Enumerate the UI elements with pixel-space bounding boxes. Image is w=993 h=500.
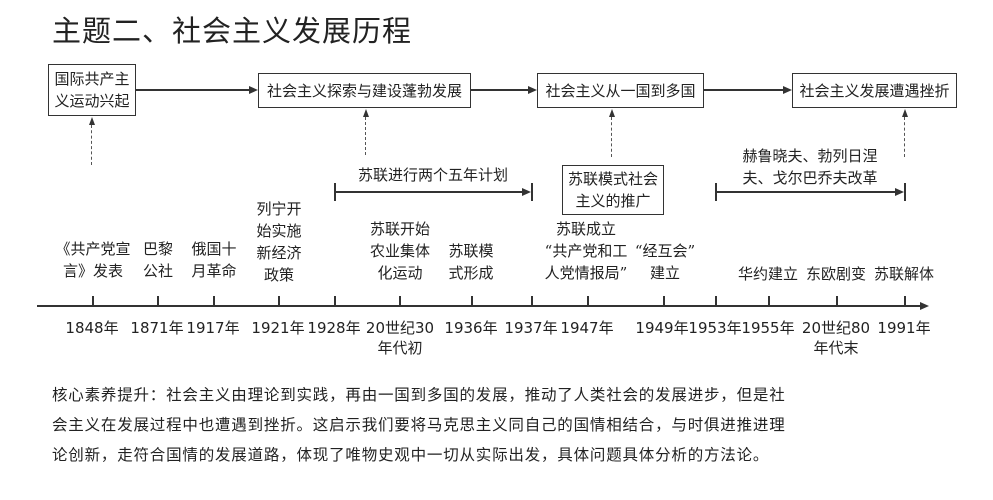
timeline-year: 20世纪80 年代末 [801,319,871,357]
timeline-year: 1955年 [741,319,795,337]
tick [213,296,215,305]
flow-connector [471,89,528,91]
timeline-year: 1949年 [635,319,689,337]
timeline-year: 1991年 [877,319,931,337]
tick [587,296,589,305]
stage-label-line: 社会主义从一国到多国 [545,81,696,100]
timeline-event: 苏联开始 农业集体 化运动 [369,220,431,282]
tick [531,296,533,305]
stage-label-line: 义运动兴起 [54,92,130,110]
stage-box-one-to-many: 社会主义从一国到多国 [537,73,704,108]
tick [715,296,717,305]
timeline-event: 东欧剧变 [805,265,867,283]
stage-box-exploration: 社会主义探索与建设蓬勃发展 [258,73,471,108]
tick [278,296,280,305]
timeline-year: 1848年 [65,319,119,337]
summary-line: 会主义在发展过程中也遭遇到挫折。这启示我们要将马克思主义同自己的国情相结合，与时… [52,416,786,434]
stage-label-line: 社会主义探索与建设蓬勃发展 [266,81,462,100]
timeline-year: 1871年 [130,319,184,337]
stage-label-line: 国际共产主 [54,70,130,88]
timeline-year: 1928年 [307,319,361,337]
arrow-right-icon [249,86,258,94]
flow-connector [136,89,249,91]
timeline-year: 1947年 [560,319,614,337]
flow-connector [704,89,783,91]
soviet-model-box: 苏联模式社会 主义的推广 [562,165,664,215]
stage-label-line: 社会主义发展遭遇挫折 [799,81,950,100]
bracket-line [334,191,522,193]
stage-box-setbacks: 社会主义发展遭遇挫折 [792,73,957,108]
period-label: 苏联进行两个五年计划 [357,166,509,184]
tick [157,296,159,305]
arrow-up-icon [363,109,369,117]
timeline-event: 《共产党宣 言》发表 [55,240,131,280]
timeline-event: 列宁开 始实施 新经济 政策 [256,200,302,284]
arrow-up-icon [89,117,95,125]
page-title: 主题二、社会主义发展历程 [52,14,413,48]
timeline-year: 20世纪30 年代初 [365,319,435,357]
summary-line: 核心素养提升：社会主义由理论到实践，再由一国到多国的发展，推动了人类社会的发展进… [52,386,786,404]
stage-box-rise: 国际共产主 义运动兴起 [48,64,136,116]
arrow-right-icon [895,188,904,196]
arrow-right-icon [528,86,537,94]
timeline-year: 1953年 [688,319,742,337]
timeline-event: 俄国十 月革命 [191,240,237,280]
tick [768,296,770,305]
timeline-event: 巴黎 公社 [142,240,174,280]
timeline-event: “经互会” 建立 [634,242,696,282]
timeline-event: 苏联解体 [873,265,935,283]
tick [904,296,906,305]
box-label-line: 苏联模式社会 [567,170,658,188]
timeline-event: 华约建立 [737,265,799,283]
timeline-axis [37,305,922,307]
timeline-event: 苏联模 式形成 [448,242,494,282]
core-literacy-summary: 核心素养提升：社会主义由理论到实践，再由一国到多国的发展，推动了人类社会的发展进… [52,380,952,470]
axis-arrow-icon [920,302,929,310]
arrow-right-icon [522,188,531,196]
summary-line: 论创新，走符合国情的发展道路，体现了唯物史观中一切从实际出发，具体问题具体分析的… [52,446,770,464]
timeline-year: 1936年 [444,319,498,337]
timeline-year: 1921年 [251,319,305,337]
period-label-line: 夫、戈尔巴乔夫改革 [742,169,878,187]
tick [334,296,336,305]
dashed-connector [91,125,92,165]
tick [836,296,838,305]
arrow-right-icon [783,86,792,94]
tick [92,296,94,305]
tick [663,296,665,305]
dashed-connector [611,117,612,157]
tick [399,296,401,305]
arrow-up-icon [902,109,908,117]
period-label-line: 赫鲁晓夫、勃列日涅 [742,147,878,165]
arrow-up-icon [609,109,615,117]
tick [471,296,473,305]
bracket-end [904,183,906,201]
timeline-year: 1937年 [504,319,558,337]
dashed-connector [904,117,905,157]
box-label-line: 主义的推广 [575,192,651,210]
bracket-end [531,183,533,201]
timeline-year: 1917年 [186,319,240,337]
bracket-line [715,191,895,193]
timeline-event: 苏联成立 “共产党和工 人党情报局” [544,220,628,282]
dashed-connector [365,117,366,155]
